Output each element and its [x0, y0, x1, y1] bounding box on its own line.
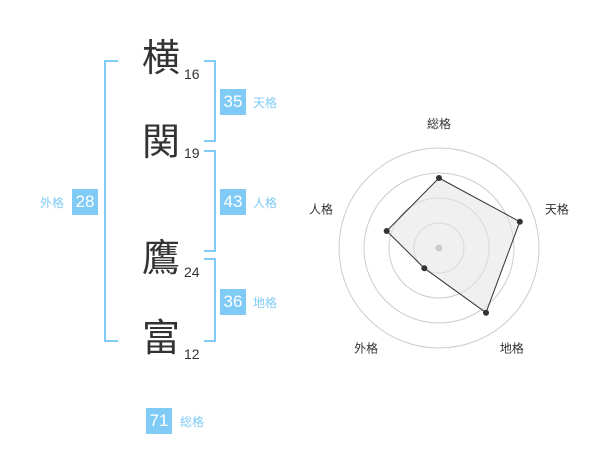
name-char-3: 鷹: [142, 236, 181, 280]
radar-point: [421, 265, 428, 272]
chikaku-value: 36: [220, 289, 246, 315]
soukaku-value: 71: [146, 408, 172, 434]
radar-axis-label: 天格: [545, 202, 569, 217]
radar-point: [436, 175, 442, 181]
radar-ring: [338, 147, 540, 349]
radar-axis-label: 地格: [500, 340, 524, 355]
gaikaku-value: 28: [72, 189, 98, 215]
jinkaku-label: 人格: [253, 196, 278, 210]
stroke-count-3: 24: [184, 264, 200, 280]
gaikaku-bracket: [104, 60, 118, 342]
radar-center-dot: [435, 244, 443, 252]
name-char-2: 関: [142, 120, 181, 164]
radar-point: [383, 228, 390, 235]
radar-point: [483, 309, 490, 316]
radar-ring: [363, 172, 515, 324]
jinkaku-value: 43: [220, 189, 246, 215]
radar-point: [516, 218, 523, 225]
stroke-count-1: 16: [184, 66, 200, 82]
stroke-count-4: 12: [184, 346, 200, 362]
stroke-count-2: 19: [184, 145, 200, 161]
jinkaku-bracket: [204, 150, 216, 252]
chikaku-bracket: [204, 258, 216, 342]
radar-points: [383, 175, 523, 316]
name-char-1: 横: [142, 36, 181, 80]
radar-axis-label: 外格: [354, 340, 378, 355]
radar-axis-label: 人格: [309, 202, 333, 217]
soukaku-label: 総格: [180, 415, 205, 429]
name-char-4: 富: [142, 316, 181, 360]
radar-data-polygon: [385, 177, 521, 314]
radar-axis-label: 総格: [427, 116, 451, 131]
tenkaku-bracket: [204, 60, 216, 142]
chikaku-label: 地格: [253, 296, 278, 310]
tenkaku-label: 天格: [253, 96, 278, 110]
gaikaku-label: 外格: [40, 196, 65, 210]
tenkaku-value: 35: [220, 89, 246, 115]
